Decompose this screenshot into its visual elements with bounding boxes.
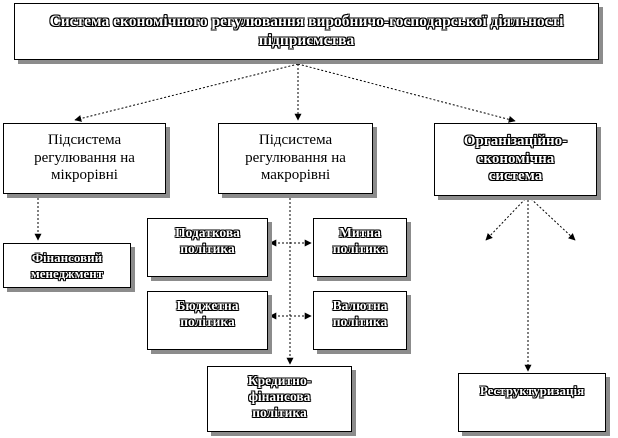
finance-label: Фінансовий менеджмент [30,250,104,281]
macro-subsystem-box: Підсистема регулювання на макрорівні [218,123,373,194]
restructuring-box: Реструктуризація [458,373,606,432]
finance-box: Фінансовий менеджмент [3,243,131,288]
connector-root-org [297,63,516,123]
connector-org-left [485,195,529,241]
currency-policy-box: Валютна політика [313,291,407,350]
micro-subsystem-label: Підсистема регулювання на мікрорівні [34,131,135,184]
root-box: Система економічного регулювання виробни… [14,3,599,60]
currency-policy-label: Валютна політика [332,298,388,329]
credit-policy-label: Кредитно-фінансова політика [247,373,312,420]
org-subsystem-box: Організаційно-економічна система [434,123,597,196]
restructuring-label: Реструктуризація [479,383,585,398]
budget-policy-label: Бюджетна політика [176,298,239,329]
micro-subsystem-box: Підсистема регулювання на мікрорівні [3,123,166,194]
macro-subsystem-label: Підсистема регулювання на макрорівні [245,131,346,184]
budget-policy-box: Бюджетна політика [147,291,268,350]
tax-policy-label: Податкова політика [175,225,240,256]
customs-policy-box: Митна політика [313,218,407,277]
root-label: Система економічного регулювання виробни… [49,13,564,49]
connector-root-micro [74,63,299,122]
credit-policy-box: Кредитно-фінансова політика [207,366,352,432]
org-subsystem-label: Організаційно-економічна система [463,132,568,185]
customs-policy-label: Митна політика [332,225,388,256]
connector-org-right [527,195,576,241]
tax-policy-box: Податкова політика [147,218,268,277]
